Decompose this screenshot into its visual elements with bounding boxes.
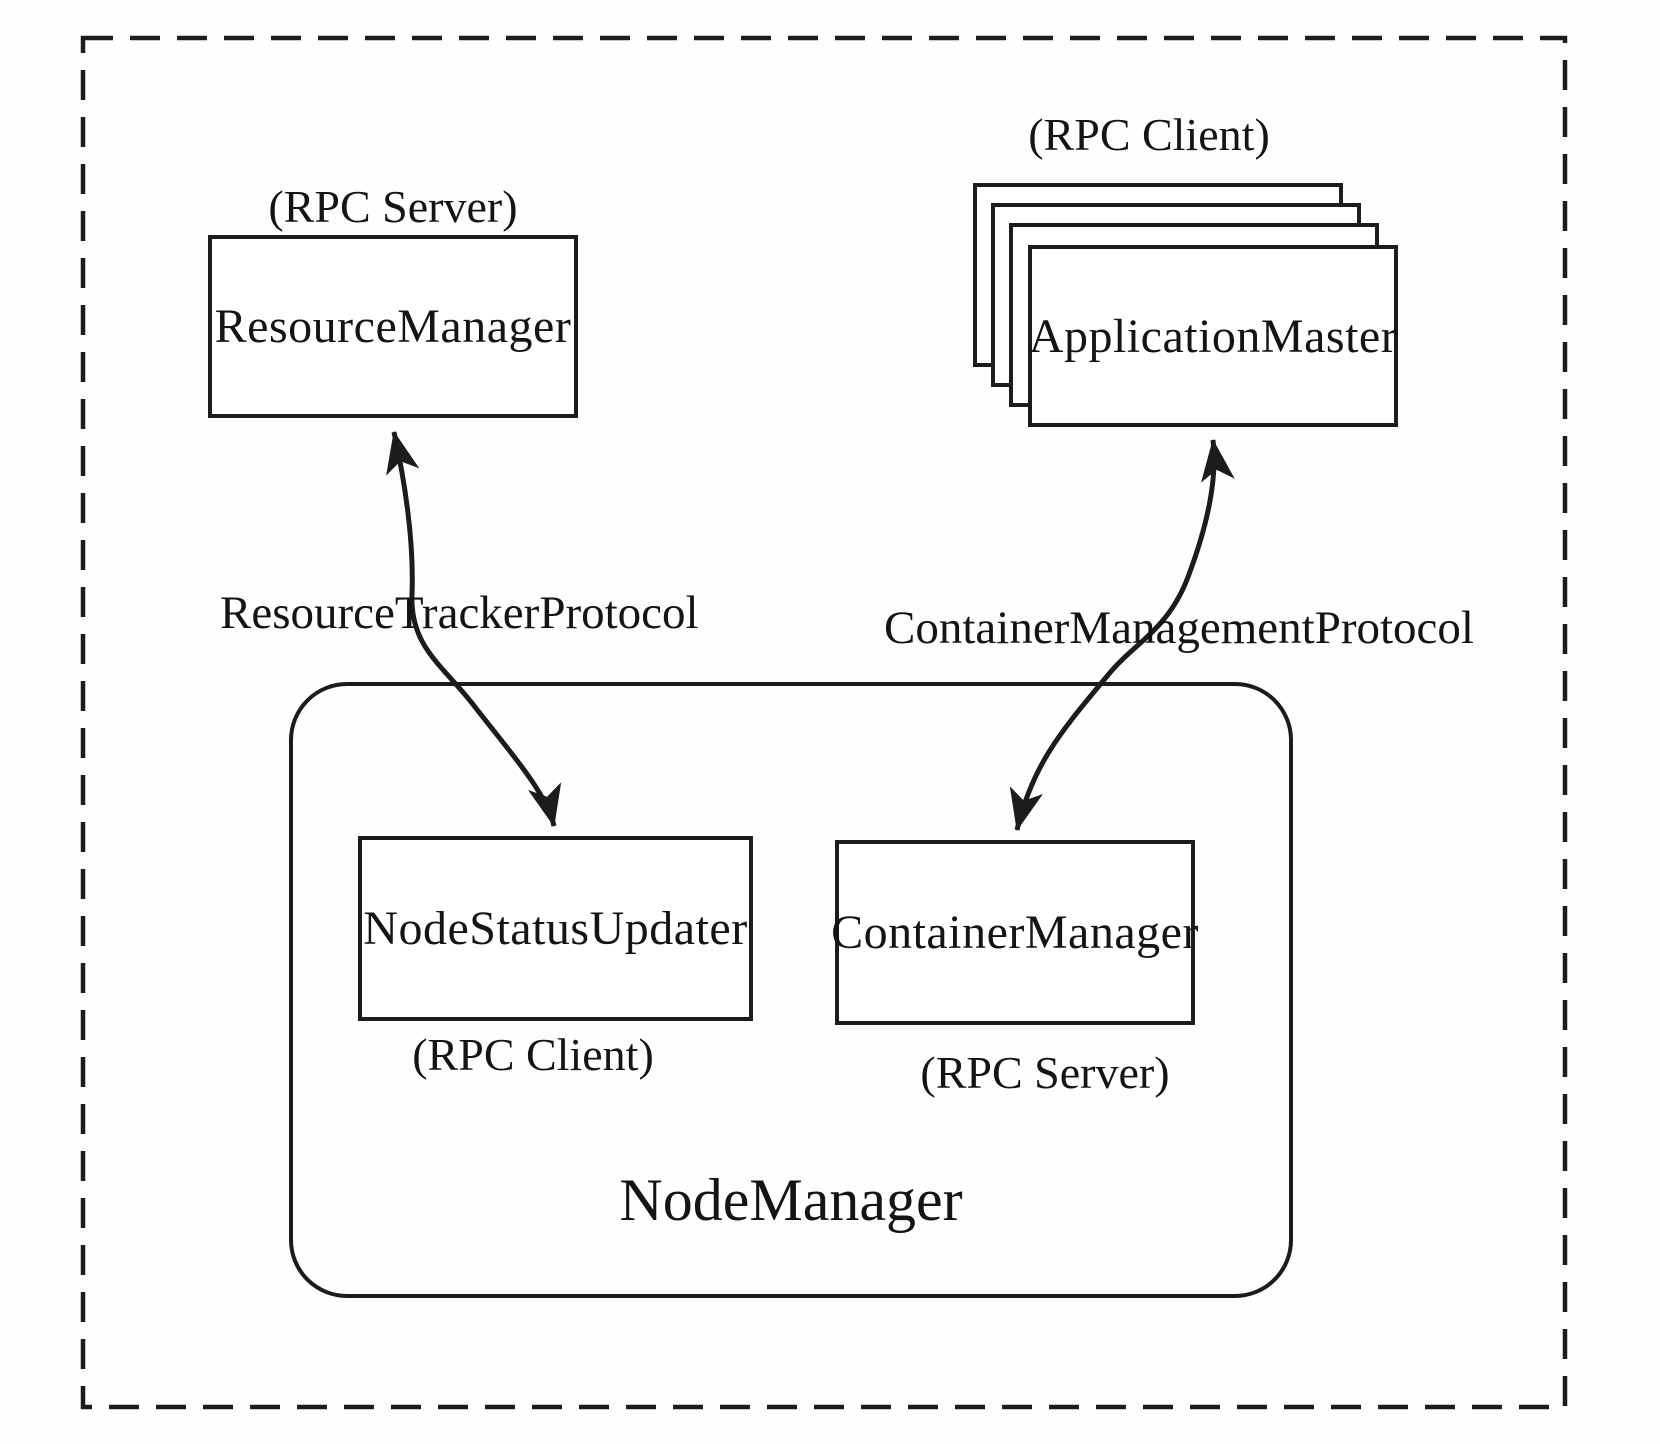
resource-manager-label: ResourceManager (214, 300, 572, 353)
resource-manager-box: ResourceManager (208, 235, 578, 418)
application-master-box: ApplicationMaster (1028, 245, 1398, 427)
node-status-updater-label: NodeStatusUpdater (363, 902, 748, 955)
resource-tracker-protocol-label: ResourceTrackerProtocol (220, 587, 699, 639)
resource-manager-annotation: (RPC Server) (268, 181, 518, 232)
container-manager-box: ContainerManager (831, 840, 1198, 1025)
node-manager-label: NodeManager (619, 1167, 963, 1233)
container-management-protocol-label: ContainerManagementProtocol (884, 602, 1474, 654)
node-manager-container (289, 682, 1293, 1298)
node-status-updater-annotation: (RPC Client) (412, 1029, 654, 1080)
node-status-updater-box: NodeStatusUpdater (358, 836, 753, 1021)
container-manager-annotation: (RPC Server) (920, 1047, 1170, 1098)
container-manager-label: ContainerManager (831, 906, 1199, 959)
application-master-annotation: (RPC Client) (1028, 109, 1270, 160)
application-master-label: ApplicationMaster (1028, 309, 1398, 363)
